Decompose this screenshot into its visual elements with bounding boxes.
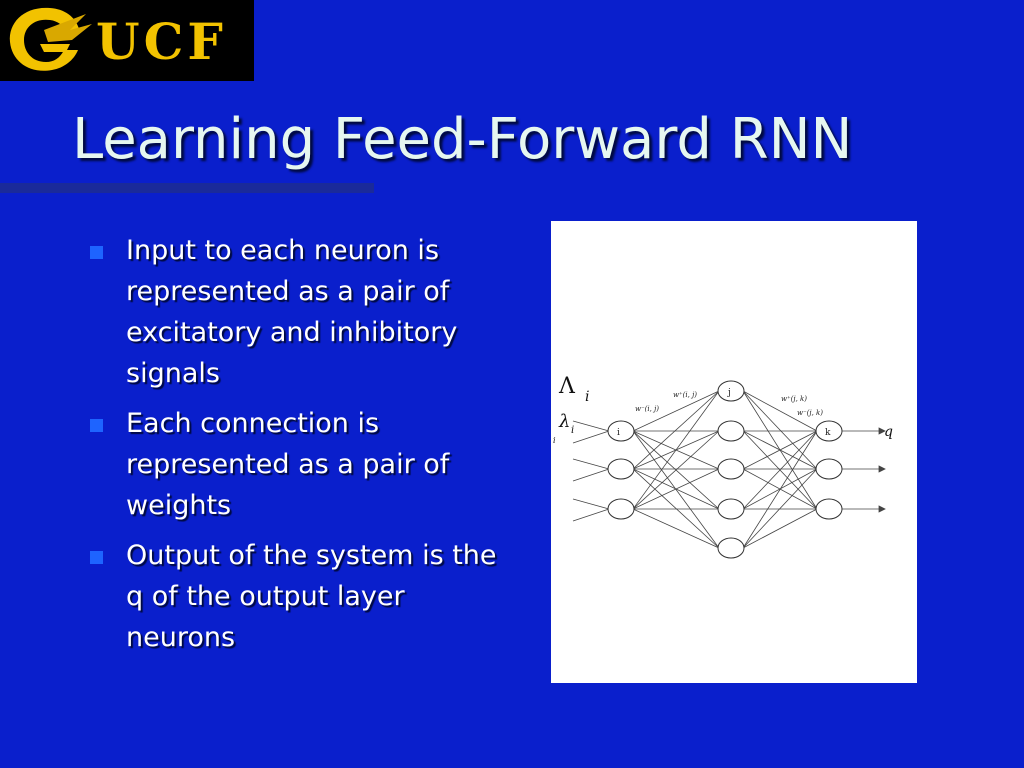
input-i-label: i	[553, 436, 556, 445]
bullet-list: Input to each neuron is represented as a…	[88, 230, 508, 667]
title-divider	[0, 183, 374, 193]
bullet-item: Input to each neuron is represented as a…	[88, 230, 508, 394]
weight-minus-ij-label: w⁻(i, j)	[635, 405, 659, 413]
square-bullet-icon	[90, 419, 103, 432]
ucf-logo: UCF	[0, 0, 254, 81]
neuron-nodes	[607, 380, 843, 559]
bullet-text: Each connection is represented as a pair…	[126, 408, 450, 521]
square-bullet-icon	[90, 246, 103, 259]
small-lambda-subscript: i	[571, 425, 574, 436]
output-q-label: q	[884, 424, 893, 440]
slide-title: Learning Feed-Forward RNN	[72, 107, 853, 172]
connection-lines	[572, 390, 886, 549]
node-k-label: k	[825, 428, 831, 438]
bullet-text: Input to each neuron is represented as a…	[126, 235, 458, 389]
big-lambda-label: Λ	[558, 374, 576, 399]
bullet-text: Output of the system is the q of the out…	[126, 540, 497, 653]
bullet-item: Each connection is represented as a pair…	[88, 403, 508, 526]
bullet-item: Output of the system is the q of the out…	[88, 535, 508, 658]
logo-text: UCF	[96, 12, 227, 71]
weight-plus-jk-label: w⁺(j, k)	[781, 395, 807, 403]
weight-plus-ij-label: w⁺(i, j)	[673, 391, 697, 399]
node-j-label: j	[727, 388, 731, 398]
big-lambda-subscript: i	[585, 389, 589, 405]
node-i-label: i	[617, 428, 620, 438]
small-lambda-label: λ	[558, 411, 570, 432]
network-diagram: i j k Λ i λ i i q w⁺(i, j) w⁻(i, j) w⁺(j…	[551, 221, 917, 683]
weight-minus-jk-label: w⁻(j, k)	[797, 409, 823, 417]
square-bullet-icon	[90, 551, 103, 564]
pegasus-emblem-icon	[9, 7, 92, 71]
